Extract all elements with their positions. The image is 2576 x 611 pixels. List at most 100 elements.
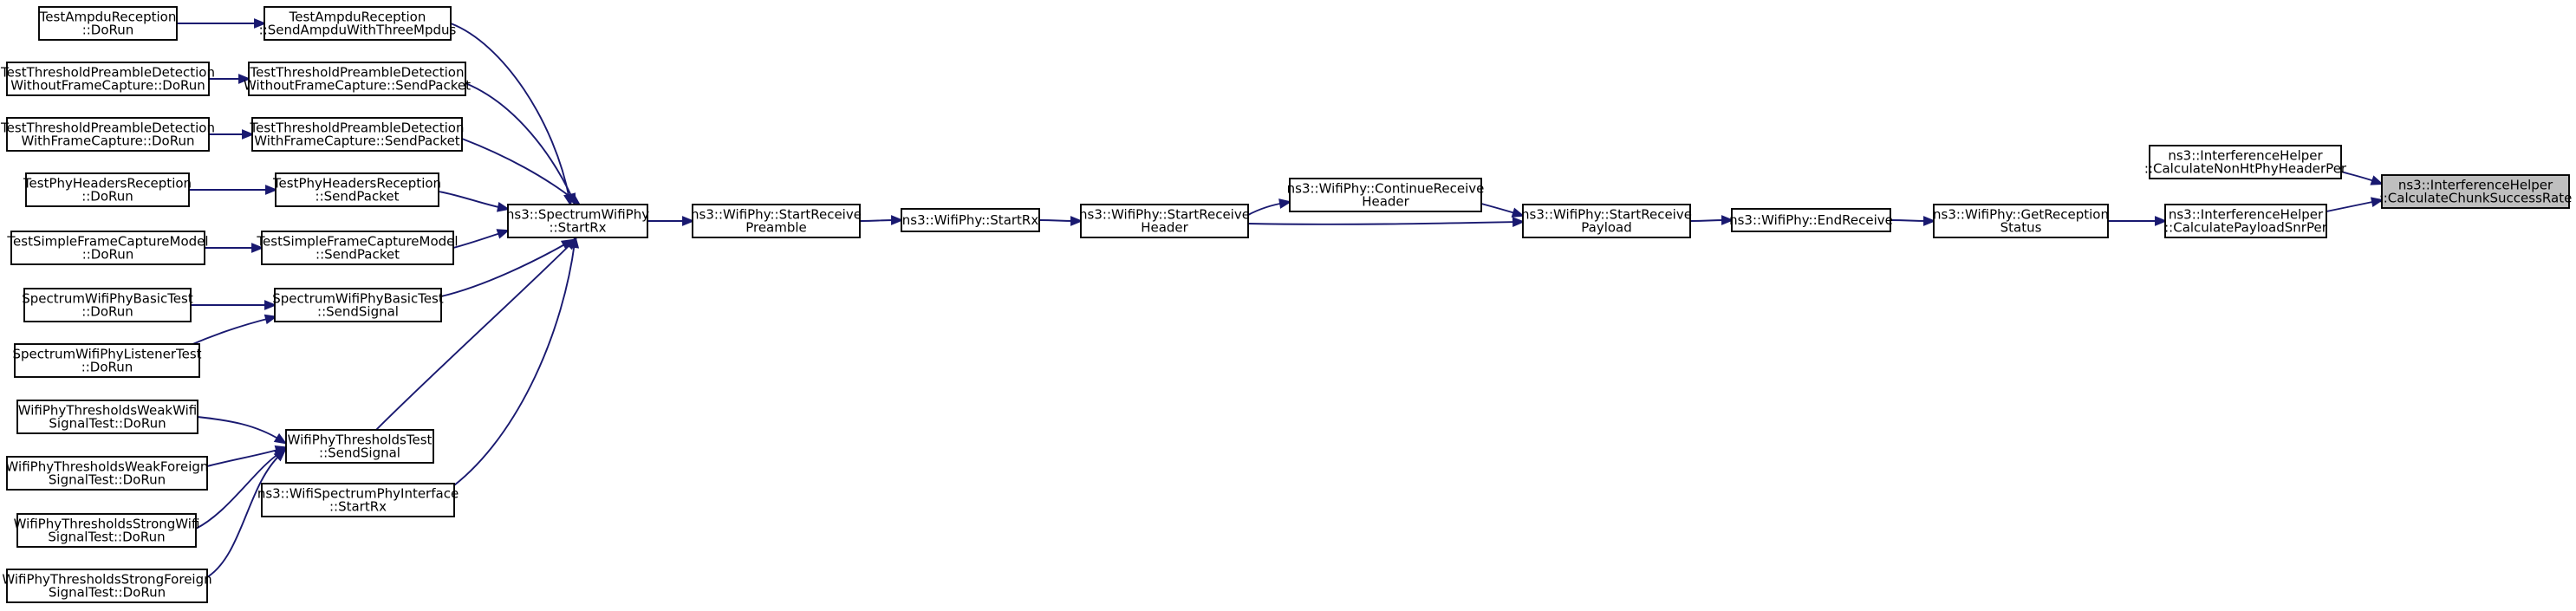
node-label: Header (1362, 194, 1409, 210)
node-box (6, 569, 208, 603)
node-label: ns3::SpectrumWifiPhy (506, 207, 649, 223)
node-startrx[interactable]: ns3::WifiPhy::StartRx (901, 208, 1040, 232)
node-box (1522, 204, 1691, 238)
arrowhead-icon (496, 229, 511, 239)
node-calc-chunk: ns3::InterferenceHelper::CalculateChunkS… (2379, 174, 2572, 209)
node-weakwifi[interactable]: WifiPhyThresholdsWeakWifiSignalTest::DoR… (16, 400, 198, 434)
node-label: WifiPhyThresholdsWeakForeign (6, 459, 209, 475)
arrowhead-icon (265, 185, 278, 195)
node-sfc-dorun[interactable]: TestSimpleFrameCaptureModel::DoRun (6, 231, 209, 265)
node-basic-dorun[interactable]: SpectrumWifiPhyBasicTest::DoRun (22, 288, 193, 322)
node-label: TestAmpduReception (289, 10, 426, 25)
node-box (16, 513, 197, 548)
edge-line (1247, 221, 1519, 225)
node-iface-startrx[interactable]: ns3::WifiSpectrumPhyInterface::StartRx (257, 483, 459, 517)
edge-startrx-to-start-header (1038, 216, 1083, 226)
arrowhead-icon (682, 216, 695, 226)
node-hdr-send[interactable]: TestPhyHeadersReception::SendPacket (272, 172, 441, 207)
node-box (507, 204, 648, 238)
node-label: SpectrumWifiPhyBasicTest (22, 291, 193, 307)
node-strongforeign[interactable]: WifiPhyThresholdsStrongForeignSignalTest… (2, 569, 212, 603)
node-label: ::StartRx (549, 220, 606, 236)
node-box (23, 288, 192, 322)
node-calc-payload[interactable]: ns3::InterferenceHelper::CalculatePayloa… (2164, 204, 2328, 238)
node-ampdu-send3[interactable]: TestAmpduReception::SendAmpduWithThreeMp… (259, 6, 457, 41)
arrowhead-icon (238, 74, 251, 84)
node-thr-wo-send[interactable]: TestThresholdPreambleDetectionWithoutFra… (244, 62, 471, 96)
node-listener-dorun[interactable]: SpectrumWifiPhyListenerTest::DoRun (12, 343, 202, 378)
arrowhead-icon (273, 449, 287, 462)
edge-calc-nonht-to-calc-chunk (2340, 171, 2384, 185)
node-label: SpectrumWifiPhyBasicTest (272, 291, 444, 307)
node-label: WifiPhyThresholdsTest (288, 432, 433, 448)
node-thresholds-send[interactable]: WifiPhyThresholdsTest::SendSignal (285, 429, 434, 464)
node-label: TestThresholdPreambleDetection (0, 120, 215, 136)
node-weakforeign[interactable]: WifiPhyThresholdsWeakForeignSignalTest::… (6, 456, 209, 491)
edge-line (195, 452, 282, 530)
edge-line (859, 219, 897, 222)
node-label: TestAmpduReception (39, 10, 177, 25)
node-thr-wo-dorun[interactable]: TestThresholdPreambleDetectionWithoutFra… (0, 62, 215, 96)
node-box (2381, 174, 2570, 209)
node-box (1080, 204, 1249, 238)
arrowhead-icon (242, 129, 255, 140)
node-box (261, 483, 455, 517)
node-label: WifiPhyThresholdsStrongForeign (2, 572, 211, 588)
node-box (261, 231, 454, 265)
edge-line (1480, 203, 1519, 215)
node-calc-nonht[interactable]: ns3::InterferenceHelper::CalculateNonHtP… (2144, 145, 2347, 179)
edge-hdr-send-to-spectrum-startrx (438, 191, 511, 212)
node-label: Header (1141, 220, 1188, 236)
edge-get-status-to-calc-payload (2108, 216, 2168, 226)
node-label: TestPhyHeadersReception (23, 176, 192, 192)
node-label: ns3::InterferenceHelper (2168, 148, 2323, 164)
edge-basic-dorun-to-basic-send (190, 300, 277, 310)
edge-start-payload-to-end-receive (1689, 215, 1734, 225)
node-label: TestThresholdPreambleDetection (250, 65, 465, 81)
node-box (2164, 204, 2327, 238)
node-spectrum-startrx[interactable]: ns3::SpectrumWifiPhy::StartRx (506, 204, 649, 238)
node-box (285, 429, 434, 464)
edge-hdr-dorun-to-hdr-send (188, 185, 278, 195)
node-thr-w-dorun[interactable]: TestThresholdPreambleDetectionWithFrameC… (0, 117, 215, 152)
edge-start-header-to-start-payload (1247, 217, 1525, 228)
arrowhead-icon (263, 314, 278, 325)
node-hdr-dorun[interactable]: TestPhyHeadersReception::DoRun (23, 172, 192, 207)
node-end-receive[interactable]: ns3::WifiPhy::EndReceive (1729, 208, 1893, 232)
node-label: WifiPhyThresholdsWeakWifi (18, 403, 197, 419)
node-strongwifi[interactable]: WifiPhyThresholdsStrongWifiSignalTest::D… (14, 513, 200, 548)
node-box (275, 172, 439, 207)
node-basic-send[interactable]: SpectrumWifiPhyBasicTest::SendSignal (272, 288, 444, 322)
edge-thr-wo-dorun-to-thr-wo-send (209, 74, 251, 84)
node-label: ::DoRun (81, 304, 133, 320)
node-box (10, 231, 205, 265)
node-label: ns3::WifiSpectrumPhyInterface (257, 486, 459, 502)
edge-line (452, 231, 504, 249)
arrowhead-icon (497, 202, 511, 212)
arrowhead-icon (1923, 216, 1936, 226)
node-label: WithoutFrameCapture::SendPacket (244, 78, 471, 94)
node-thr-w-send[interactable]: TestThresholdPreambleDetectionWithFrameC… (250, 117, 465, 152)
node-sfc-send[interactable]: TestSimpleFrameCaptureModel::SendPacket (256, 231, 459, 265)
node-label: TestSimpleFrameCaptureModel (6, 234, 208, 250)
node-label: SignalTest::DoRun (49, 585, 166, 601)
edge-weakwifi-to-thresholds-send (197, 416, 288, 445)
node-box (248, 62, 466, 96)
node-ampdu-dorun[interactable]: TestAmpduReception::DoRun (38, 6, 178, 41)
edge-line (1689, 219, 1727, 222)
node-label: TestThresholdPreambleDetection (250, 120, 465, 136)
node-label: WithoutFrameCapture::DoRun (10, 78, 205, 94)
edge-sfc-send-to-spectrum-startrx (452, 229, 511, 249)
arrowhead-icon (1721, 215, 1734, 225)
node-label: ns3::InterferenceHelper (2169, 207, 2324, 223)
edge-thr-w-dorun-to-thr-w-send (209, 129, 255, 140)
node-label: ::SendAmpduWithThreeMpdus (259, 23, 457, 38)
nodes-layer: TestAmpduReception::DoRunTestAmpduRecept… (0, 6, 2572, 603)
node-box (14, 343, 200, 378)
node-label: WithFrameCapture::SendPacket (254, 133, 460, 149)
